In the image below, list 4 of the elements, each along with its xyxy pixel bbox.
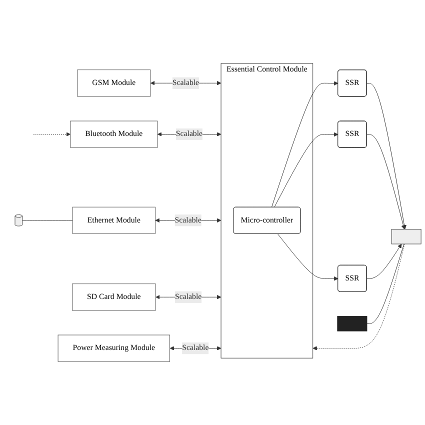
connector bbox=[22, 220, 73, 221]
node-box bbox=[391, 228, 422, 244]
node-cylinder bbox=[14, 214, 23, 226]
node-box bbox=[337, 316, 368, 332]
